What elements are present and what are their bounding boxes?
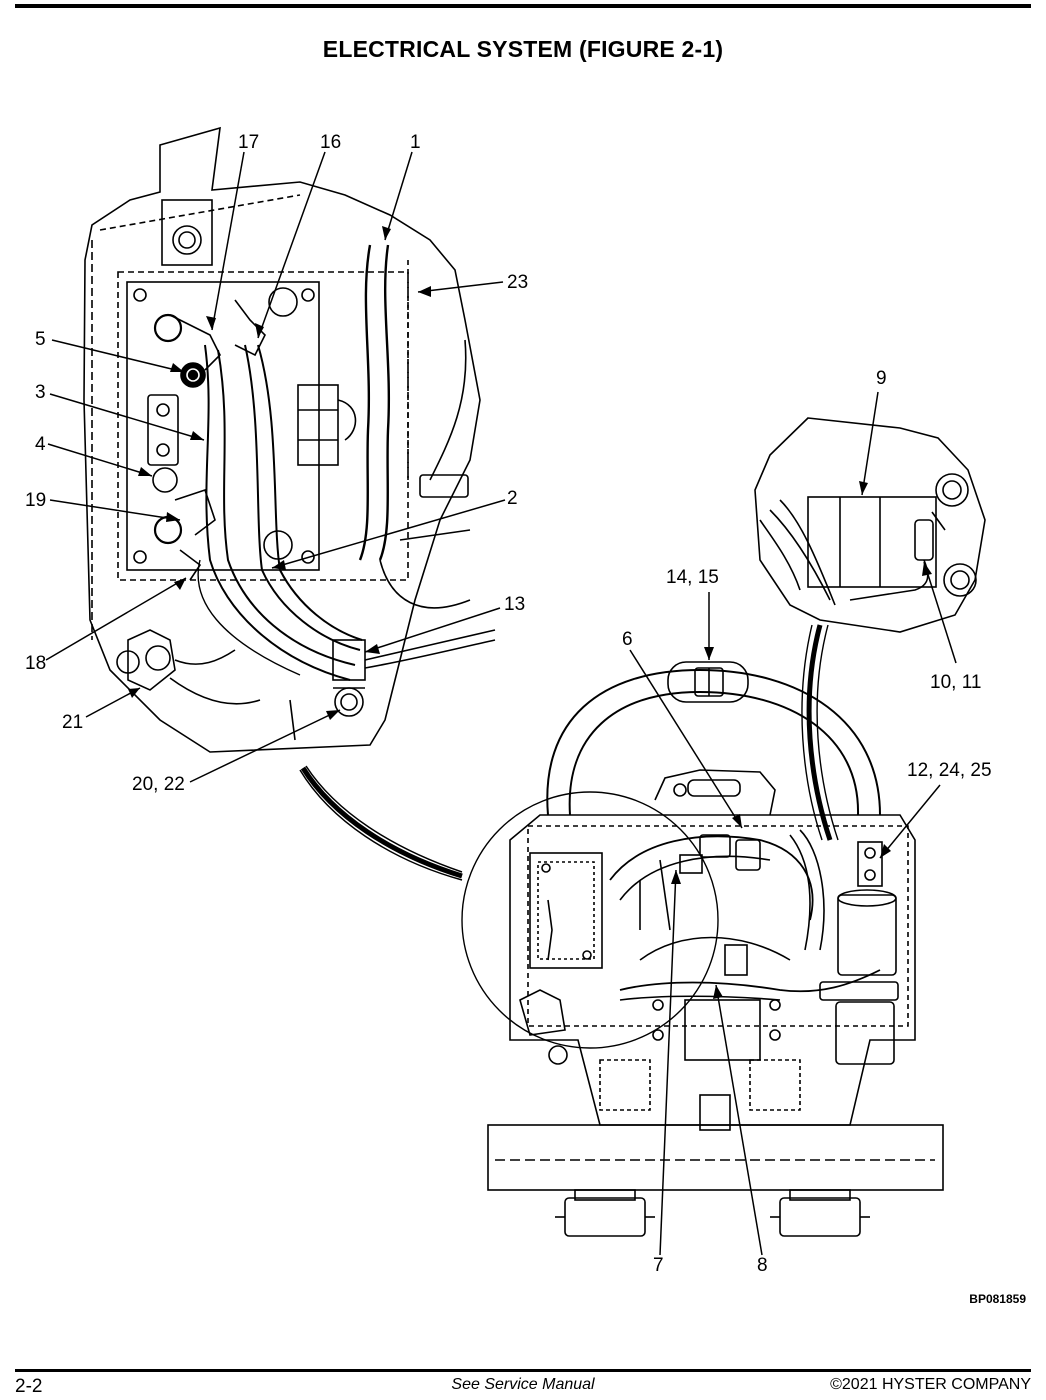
electrical-system-figure: 17 16 1 23 5 3 4 19 2 18 13 21 20, 22 9 … <box>25 126 992 1276</box>
callout-6: 6 <box>622 629 633 650</box>
bottom-rule <box>15 1369 1031 1372</box>
callout-14-15: 14, 15 <box>666 567 719 588</box>
callout-10-11: 10, 11 <box>930 672 981 693</box>
callout-9: 9 <box>876 368 887 389</box>
callout-12-24-25: 12, 24, 25 <box>907 760 992 781</box>
callout-4: 4 <box>35 434 46 455</box>
callout-16: 16 <box>320 132 341 153</box>
top-rule <box>15 4 1031 8</box>
callout-7: 7 <box>653 1255 664 1276</box>
callout-5: 5 <box>35 329 46 350</box>
callout-8: 8 <box>757 1255 768 1276</box>
footer-copyright: ©2021 HYSTER COMPANY <box>830 1376 1031 1393</box>
footer-page-number: 2-2 <box>15 1376 43 1397</box>
main-truck-view <box>461 661 944 1237</box>
callout-23: 23 <box>507 272 528 293</box>
callout-2: 2 <box>507 488 518 509</box>
callout-21: 21 <box>62 712 83 733</box>
figure-id: BP081859 <box>969 1292 1026 1306</box>
callout-3: 3 <box>35 382 46 403</box>
callout-20-22: 20, 22 <box>132 774 185 795</box>
callout-19: 19 <box>25 490 46 511</box>
callout-13: 13 <box>504 594 525 615</box>
footer-reference: See Service Manual <box>451 1376 595 1393</box>
right-detail-view <box>754 417 986 633</box>
left-detail-view <box>83 126 496 753</box>
callout-17: 17 <box>238 132 259 153</box>
callout-1: 1 <box>410 132 421 153</box>
leader-lines <box>45 151 957 1256</box>
page-title: ELECTRICAL SYSTEM (FIGURE 2-1) <box>322 36 724 62</box>
callout-18: 18 <box>25 653 46 674</box>
